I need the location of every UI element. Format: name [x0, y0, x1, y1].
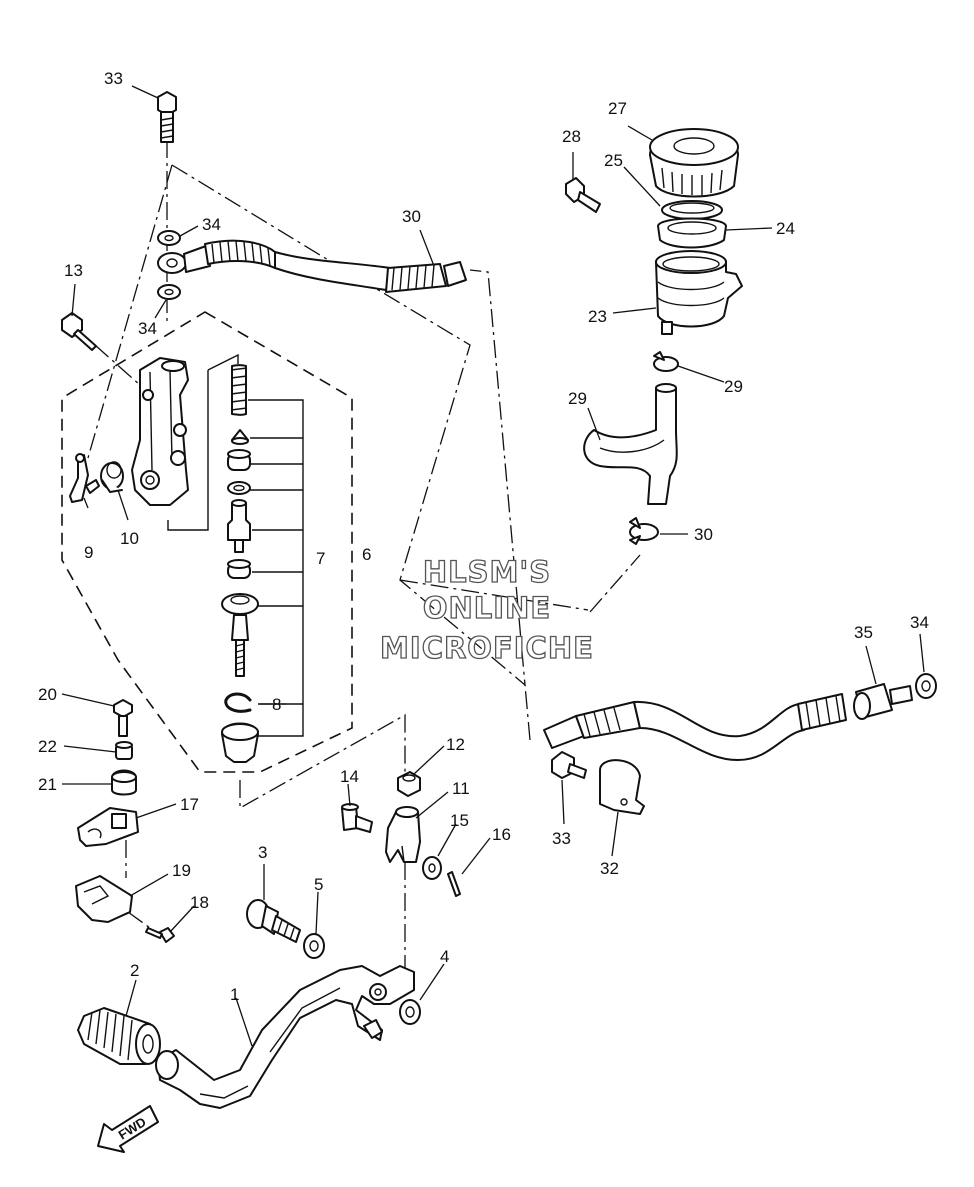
callout-29-lower: 30	[694, 525, 713, 544]
callout-33: 33	[104, 69, 123, 88]
master-cylinder-body[interactable]	[131, 357, 189, 506]
part-26-reservoir-cap[interactable]	[649, 128, 739, 198]
reservoir-return-line	[399, 579, 589, 611]
callout-32: 33	[552, 829, 571, 848]
part-31-hose-clamp[interactable]	[599, 759, 645, 815]
part-21-grommet[interactable]	[111, 769, 137, 796]
callout-34-upper: 34	[202, 215, 221, 234]
callout-34-lower: 34	[138, 319, 157, 338]
part-3-bolt[interactable]	[246, 899, 301, 943]
part-19-bracket[interactable]	[75, 875, 133, 923]
part-17-bracket[interactable]	[77, 807, 139, 847]
callout-31: 32	[600, 859, 619, 878]
callout-2: 2	[130, 961, 139, 980]
part-23-reservoir[interactable]	[655, 250, 743, 335]
callout-9: 9	[84, 543, 93, 562]
callout-16: 16	[492, 825, 511, 844]
callout-24: 24	[776, 219, 795, 238]
part-10-fitting[interactable]	[100, 461, 124, 493]
part-29-clamp-upper[interactable]	[653, 351, 679, 372]
bolt33-to-pin9-line	[87, 164, 173, 459]
part-24-diaphragm[interactable]	[657, 217, 727, 249]
callout-13: 13	[64, 261, 83, 280]
callout-12: 12	[446, 735, 465, 754]
callout-25: 25	[604, 151, 623, 170]
callout-15: 15	[450, 811, 469, 830]
bolt18-line	[127, 911, 151, 929]
callout-28: 29	[568, 389, 587, 408]
part-30-hose[interactable]	[157, 239, 467, 293]
callout-10: 10	[120, 529, 139, 548]
part-33-bolt[interactable]	[157, 91, 177, 143]
callout-20: 20	[38, 685, 57, 704]
pushrod-to-joint-line	[239, 713, 406, 810]
callout-8: 8	[272, 695, 281, 714]
hose-to-reservoir-line	[524, 554, 641, 741]
part-brake-hose[interactable]	[543, 693, 847, 761]
callout-5: 5	[314, 875, 323, 894]
part-27-bolt[interactable]	[565, 177, 601, 213]
part-35-union[interactable]	[853, 683, 913, 720]
callout-4: 4	[440, 947, 449, 966]
part-14-pin[interactable]	[341, 803, 373, 833]
fwd-arrow-icon: FWD	[97, 1105, 159, 1153]
part-2-pedal-rubber[interactable]	[77, 1007, 161, 1065]
assembly-boundary	[61, 311, 353, 773]
callout-34-right: 34	[910, 613, 929, 632]
callout-11: 11	[452, 779, 470, 798]
callout-18: 18	[190, 893, 209, 912]
watermark-line-2: ONLINE	[423, 591, 551, 625]
callout-35: 35	[854, 623, 873, 642]
callout-14: 14	[340, 767, 359, 786]
part-16-cotter-pin[interactable]	[447, 871, 461, 897]
part-20-bolt[interactable]	[113, 699, 133, 737]
part-29-clamp-lower[interactable]	[629, 517, 659, 545]
callout-27: 28	[562, 127, 581, 146]
part-34-washers[interactable]	[157, 230, 181, 300]
part-8-circlip[interactable]	[224, 692, 252, 713]
callout-17: 17	[180, 795, 199, 814]
part-22-collar[interactable]	[115, 741, 133, 760]
callout-22: 22	[38, 737, 57, 756]
reference-lines	[61, 140, 641, 970]
part-9-pin[interactable]	[69, 453, 100, 503]
callout-6: 6	[362, 545, 371, 564]
part-32-bolt[interactable]	[551, 751, 587, 779]
callout-26: 27	[608, 99, 627, 118]
part-5-washer[interactable]	[303, 933, 325, 959]
leader-lines	[61, 85, 925, 1047]
group-brackets	[167, 353, 304, 737]
watermark-line-1: HLSM'S	[423, 555, 551, 589]
callout-numbers: 33 34 34 13 9 10 7 6 8 30 27 25 28 24 23…	[38, 69, 929, 1004]
callout-3: 3	[258, 843, 267, 862]
part-11-joint[interactable]	[385, 806, 421, 863]
part-1-brake-pedal[interactable]	[155, 965, 415, 1109]
callout-19: 19	[172, 861, 191, 880]
part-boot[interactable]	[221, 722, 259, 763]
part-4-washer[interactable]	[399, 999, 421, 1025]
part-28-reservoir-hose[interactable]	[583, 383, 678, 505]
part-12-nut[interactable]	[397, 771, 421, 797]
part-7-seal-kit[interactable]	[221, 429, 259, 677]
bolt13-line	[94, 344, 141, 386]
callout-23: 23	[588, 307, 607, 326]
part-18-bolt[interactable]	[145, 927, 175, 943]
callout-7: 7	[316, 549, 325, 568]
callout-21: 21	[38, 775, 57, 794]
part-15-washer[interactable]	[422, 856, 442, 880]
part-25-diaphragm-plate[interactable]	[661, 200, 723, 220]
part-34-washer-right[interactable]	[915, 673, 937, 699]
callout-30: 30	[402, 207, 421, 226]
part-spring[interactable]	[230, 364, 248, 416]
part-13-bolt[interactable]	[61, 312, 97, 351]
watermark-line-3: MICROFICHE	[380, 631, 594, 665]
callout-1: 1	[230, 985, 239, 1004]
watermark: HLSM'S ONLINE MICROFICHE	[379, 554, 594, 665]
callout-29-upper: 29	[724, 377, 743, 396]
